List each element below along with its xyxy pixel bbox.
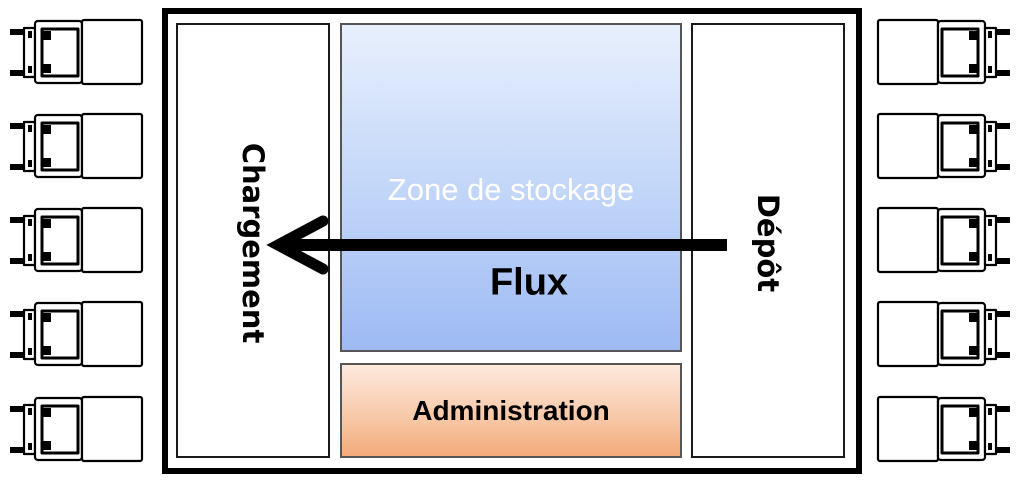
truck-icon-left-5	[8, 395, 144, 463]
admin-zone-label: Administration	[412, 395, 610, 426]
truck-icon-right-3	[876, 206, 1012, 274]
storage-zone-label: Zone de stockage	[387, 172, 635, 207]
loading-zone-label: Chargement	[236, 142, 270, 344]
truck-icon-left-2	[8, 112, 144, 180]
truck-icon-right-4	[876, 300, 1012, 368]
truck-icon-left-4	[8, 300, 144, 368]
truck-icon-right-2	[876, 112, 1012, 180]
truck-icon-left-3	[8, 206, 144, 274]
truck-icon-right-1	[876, 18, 1012, 86]
flow-label: Flux	[489, 261, 569, 304]
truck-icon-left-1	[8, 18, 144, 86]
depot-zone-label: Dépôt	[751, 193, 785, 293]
storage-zone	[340, 23, 682, 352]
admin-zone	[340, 363, 682, 458]
truck-icon-right-5	[876, 395, 1012, 463]
